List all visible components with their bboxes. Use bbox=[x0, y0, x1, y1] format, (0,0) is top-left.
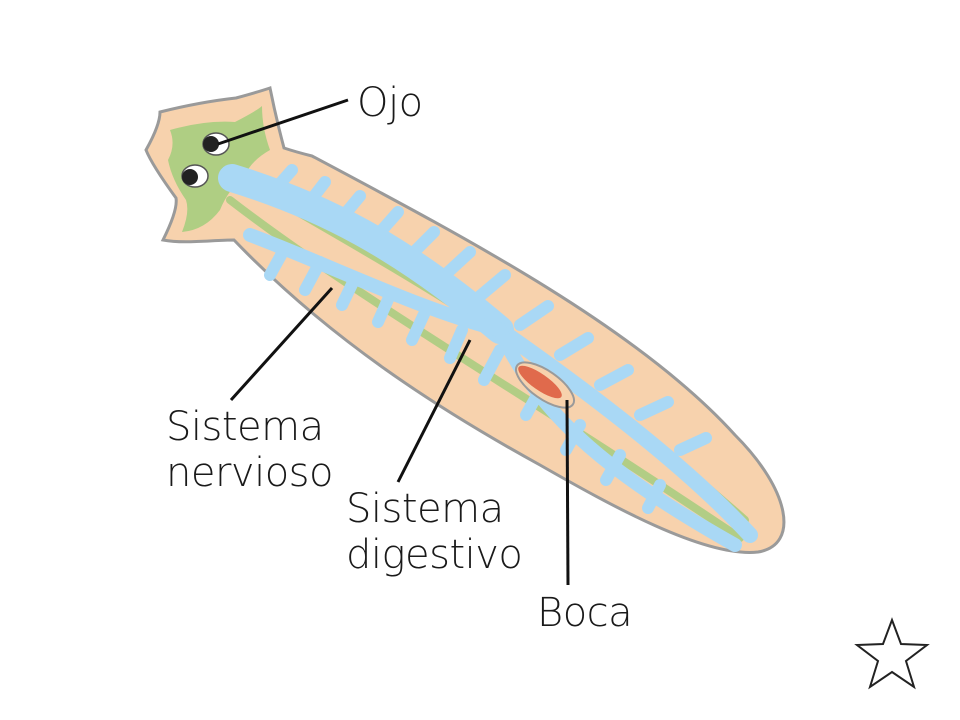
star-icon[interactable] bbox=[854, 616, 930, 692]
leader-mouth bbox=[565, 399, 570, 586]
leader-digestive bbox=[396, 339, 472, 483]
label-eye: Ojo bbox=[357, 80, 423, 126]
head-nerve-region bbox=[168, 106, 270, 232]
leader-nervous bbox=[229, 286, 334, 402]
eye-lower bbox=[181, 164, 209, 188]
label-digestive-system: Sistema digestivo bbox=[346, 486, 523, 578]
digestive-system bbox=[218, 164, 758, 552]
label-nervous-system: Sistema nervioso bbox=[166, 404, 333, 496]
leader-eye bbox=[217, 98, 349, 146]
pharynx bbox=[515, 361, 575, 409]
label-eye-text: Ojo bbox=[357, 80, 423, 126]
label-digestive-line1: Sistema bbox=[346, 486, 504, 532]
label-nervous-line2: nervioso bbox=[166, 450, 333, 496]
label-nervous-line1: Sistema bbox=[166, 404, 324, 450]
label-mouth: Boca bbox=[537, 590, 633, 636]
label-mouth-text: Boca bbox=[537, 590, 633, 636]
star-outline-icon bbox=[854, 617, 930, 690]
label-digestive-line2: digestivo bbox=[346, 532, 523, 578]
eye-upper bbox=[202, 132, 230, 156]
